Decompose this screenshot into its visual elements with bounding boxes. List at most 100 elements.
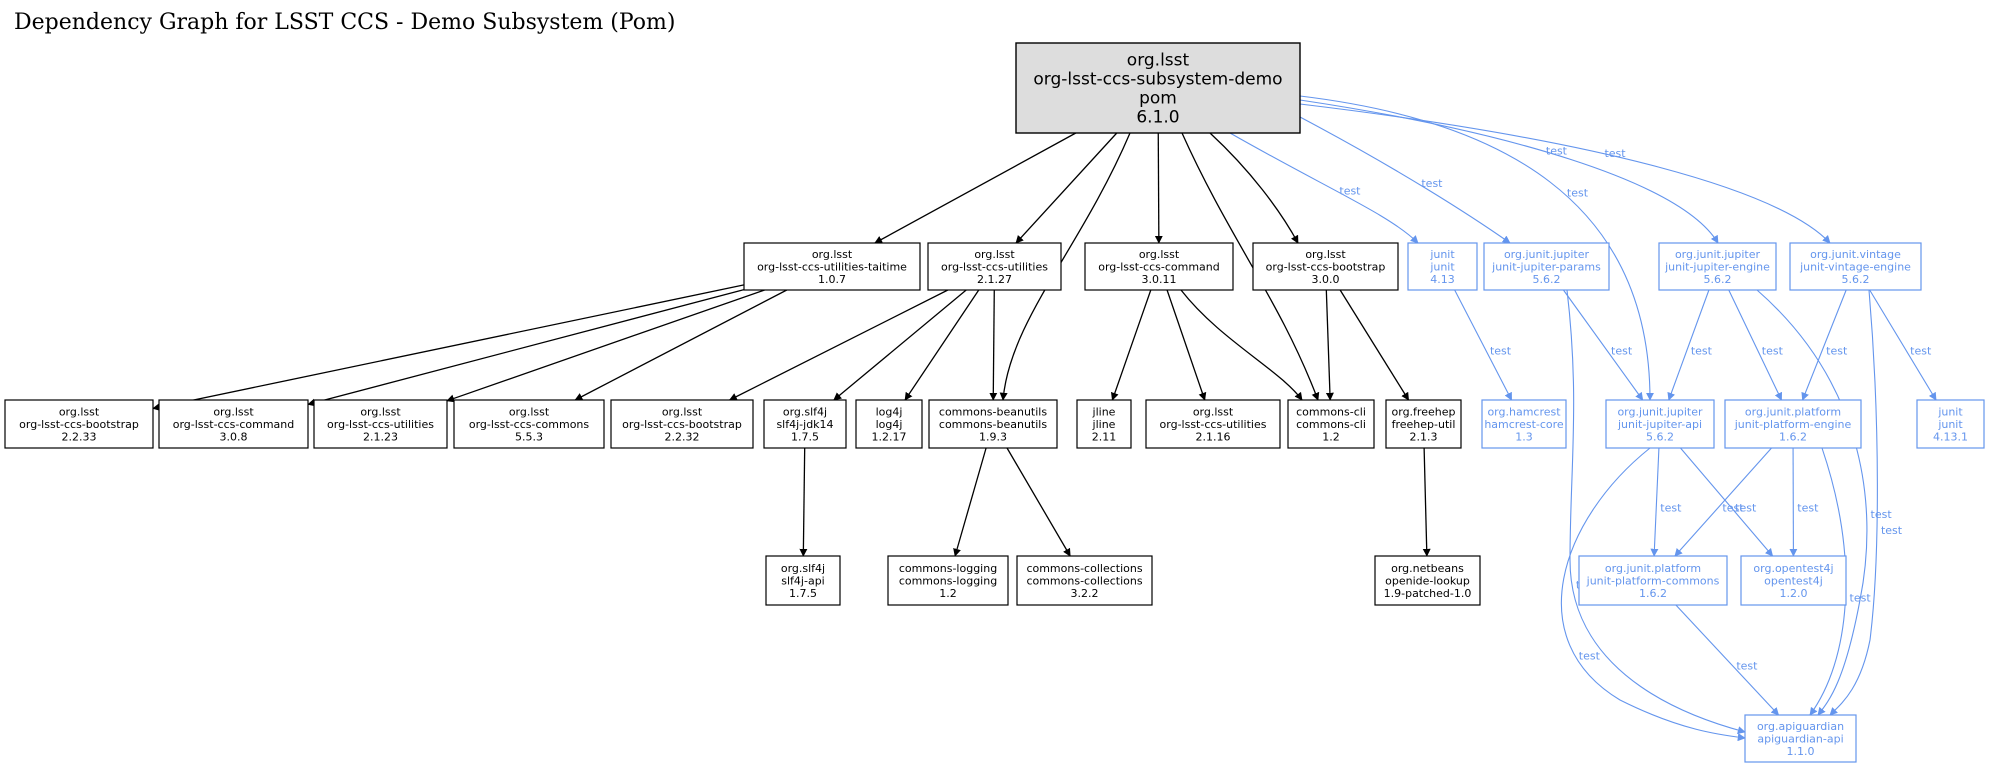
edge-label: test xyxy=(1611,345,1633,358)
node-label-line: org.lsst xyxy=(213,406,254,419)
edge-line xyxy=(1166,289,1207,401)
node-label-line: 1.2 xyxy=(939,587,957,600)
edge-label: test xyxy=(1850,591,1872,604)
edge-japi-to-pcommons: test xyxy=(1650,447,1682,557)
edge-line xyxy=(446,289,765,403)
node-box xyxy=(1076,399,1132,449)
node-label-line: 1.0.7 xyxy=(818,273,846,286)
edge-line xyxy=(1180,289,1303,401)
node-label-line: commons-beanutils xyxy=(939,406,1047,419)
node-label-line: org.lsst xyxy=(1139,248,1180,261)
node-label-line: org.hamcrest xyxy=(1487,406,1561,419)
edge-line xyxy=(1560,447,1746,742)
node-label-line: commons-logging xyxy=(899,575,997,588)
edge-taitime-to-boot2233 xyxy=(152,284,745,411)
node-label-line: 1.3 xyxy=(1515,431,1533,444)
edge-label: test xyxy=(1826,345,1848,358)
edge-taitime-to-commons553 xyxy=(574,289,788,401)
edge-line xyxy=(1299,116,1511,244)
node-label-line: apiguardian-api xyxy=(1757,733,1843,746)
node-label-line: 1.9.3 xyxy=(979,431,1007,444)
edge-line xyxy=(833,289,967,401)
node-label-line: junit xyxy=(1937,406,1963,419)
node-label-line: 4.13.1 xyxy=(1933,431,1968,444)
node-box xyxy=(1374,555,1481,606)
edge-root-to-taitime xyxy=(874,132,1077,244)
node-box xyxy=(1578,555,1728,606)
edge-line xyxy=(799,447,808,557)
node-box xyxy=(1724,399,1862,449)
node-label-line: org-lsst-ccs-subsystem-demo xyxy=(1033,70,1282,90)
edge-label: test xyxy=(1910,345,1932,358)
node-label-line: org.lsst xyxy=(1305,248,1346,261)
edge-line xyxy=(874,132,1077,244)
edge-jparams-to-japi: test xyxy=(1562,289,1644,401)
node-root[interactable]: org.lsstorg-lsst-ccs-subsystem-demopom6.… xyxy=(1015,42,1301,134)
node-pengine[interactable]: org.junit.platformjunit-platform-engine1… xyxy=(1724,399,1862,449)
node-label-line: org-lsst-ccs-commons xyxy=(469,418,590,431)
node-label-line: junit-vintage-engine xyxy=(1799,261,1911,274)
node-label-line: 3.0.8 xyxy=(220,431,248,444)
edge-junit413-to-hamcrest: test xyxy=(1454,289,1513,401)
node-taitime[interactable]: org.lsstorg-lsst-ccs-utilities-taitime1.… xyxy=(743,242,921,291)
node-label-line: commons-cli xyxy=(1296,406,1366,419)
nodes-layer: org.lsstorg-lsst-ccs-subsystem-demopom6.… xyxy=(4,42,1985,763)
node-label-line: 3.0.0 xyxy=(1312,273,1340,286)
edge-line xyxy=(1209,132,1299,244)
node-jparams[interactable]: org.junit.jupiterjunit-jupiter-params5.6… xyxy=(1483,242,1610,291)
node-vintage[interactable]: org.junit.vintagejunit-vintage-engine5.6… xyxy=(1789,242,1922,291)
node-lookup[interactable]: org.netbeansopenide-lookup1.9-patched-1.… xyxy=(1374,555,1481,606)
edge-beanutils-to-logging xyxy=(953,447,987,557)
node-box xyxy=(1016,555,1153,606)
edge-line xyxy=(307,289,745,407)
node-jengine[interactable]: org.junit.jupiterjunit-jupiter-engine5.6… xyxy=(1658,242,1777,291)
edge-line xyxy=(152,284,745,411)
edge-cmd3011-to-cli xyxy=(1180,289,1303,401)
node-label-line: junit-jupiter-api xyxy=(1617,418,1702,431)
node-label-line: org.lsst xyxy=(812,248,853,261)
edge-line xyxy=(1566,289,1746,735)
edge-line xyxy=(1339,289,1410,401)
edge-label: test xyxy=(1604,147,1626,160)
node-label-line: 1.9-patched-1.0 xyxy=(1384,587,1472,600)
node-box xyxy=(1740,555,1847,606)
node-label-line: junit xyxy=(1429,261,1455,274)
edge-line xyxy=(1674,447,1772,557)
node-label-line: org.apiguardian xyxy=(1757,720,1844,733)
edge-label: test xyxy=(1871,508,1893,521)
node-label-line: 5.6.2 xyxy=(1646,431,1674,444)
node-collections[interactable]: commons-collectionscommons-collections3.… xyxy=(1016,555,1153,606)
edge-pengine-to-opentest: test xyxy=(1789,447,1819,557)
node-pcommons[interactable]: org.junit.platformjunit-platform-commons… xyxy=(1578,555,1728,606)
node-label-line: org.junit.jupiter xyxy=(1675,248,1761,261)
node-label-line: org.opentest4j xyxy=(1753,562,1833,575)
edge-line xyxy=(1675,604,1780,716)
edge-line xyxy=(1562,289,1644,401)
node-label-line: org-lsst-ccs-bootstrap xyxy=(622,418,742,431)
node-label-line: 5.6.2 xyxy=(1704,273,1732,286)
edge-label: test xyxy=(1722,501,1744,514)
